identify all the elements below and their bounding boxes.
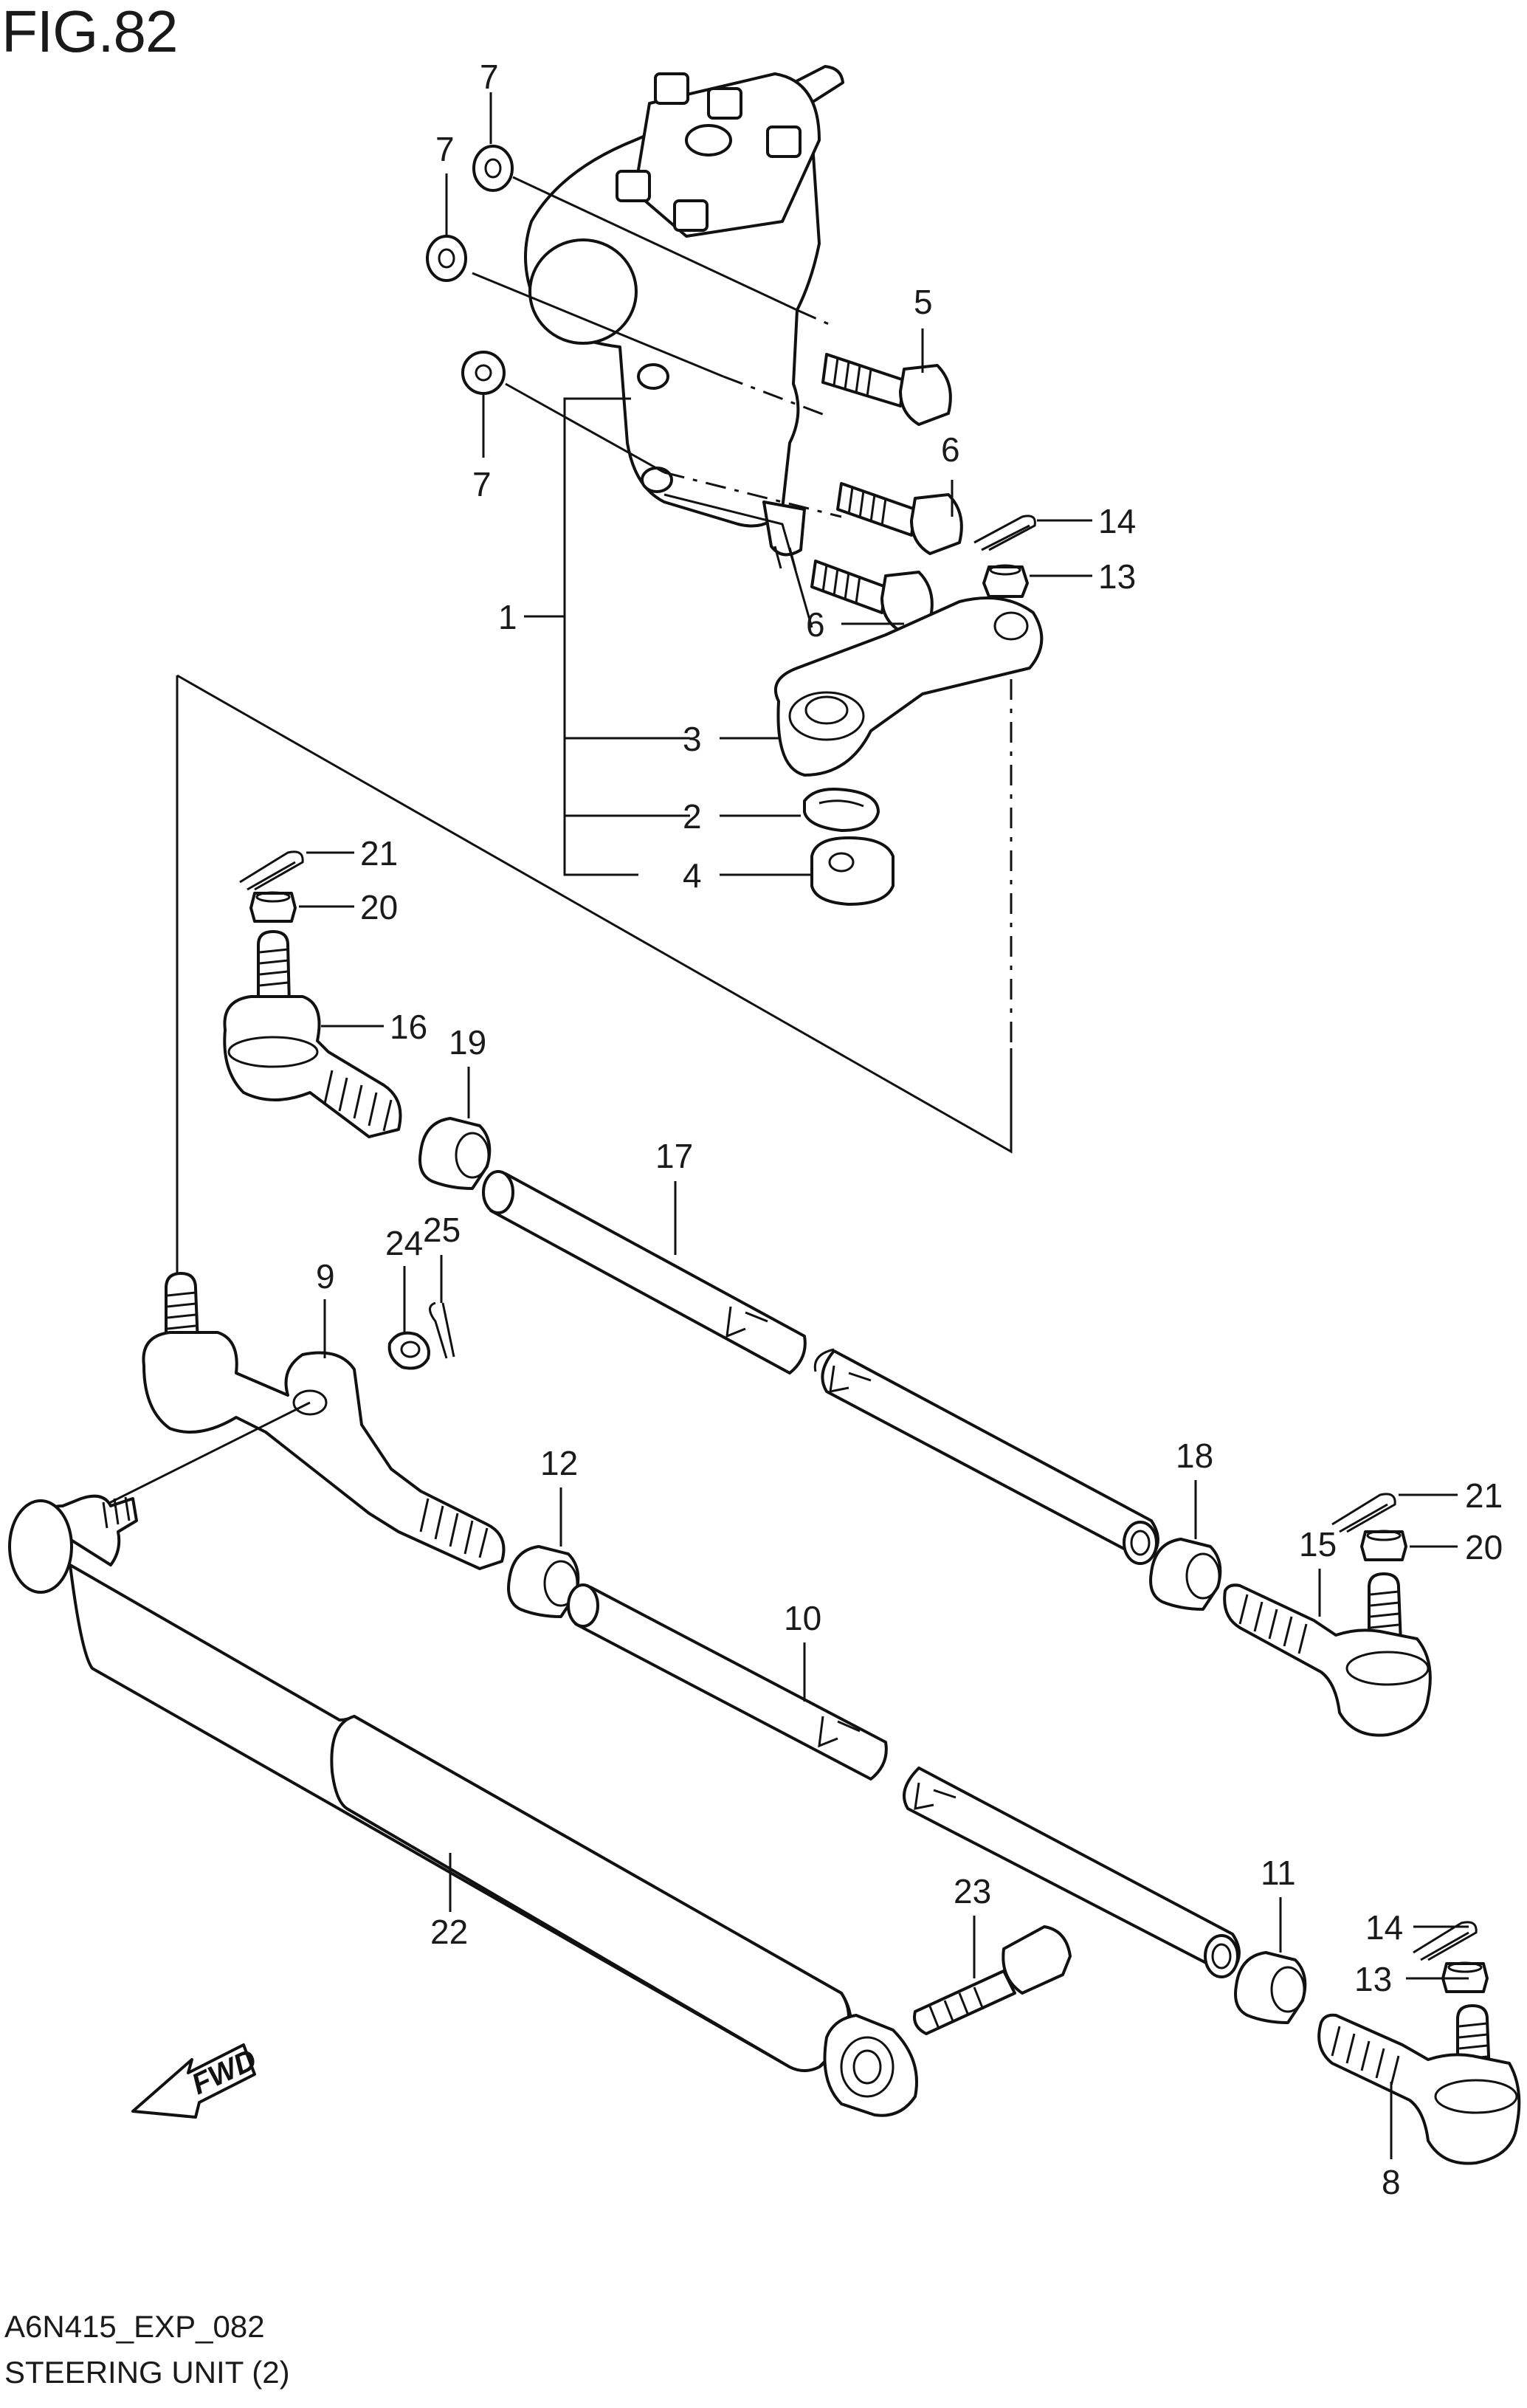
steering-damper-22 xyxy=(8,1494,918,2117)
figure-code: A6N415_EXP_082 xyxy=(4,2309,265,2344)
cotter-pin-21-right xyxy=(1331,1493,1396,1533)
lock-washer-2 xyxy=(803,788,880,832)
nut-24 xyxy=(387,1331,430,1370)
nut-20-left xyxy=(249,891,297,923)
callout-8: 8 xyxy=(1382,2163,1401,2201)
callout-10: 10 xyxy=(784,1599,821,1637)
steering-gear-box xyxy=(524,65,844,571)
bolt-6-upper xyxy=(836,482,963,555)
fwd-label: FWD xyxy=(187,2043,261,2101)
callout-2: 2 xyxy=(683,797,702,836)
callout-14: 14 xyxy=(1365,1908,1403,1947)
callout-17: 17 xyxy=(655,1137,693,1175)
callout-13: 13 xyxy=(1098,557,1136,596)
callout-15: 15 xyxy=(1299,1525,1337,1564)
callout-16: 16 xyxy=(390,1008,427,1046)
callout-20: 20 xyxy=(1465,1528,1503,1566)
callout-7: 7 xyxy=(435,130,455,168)
fwd-direction-arrow: FWD xyxy=(131,2043,261,2119)
tie-rod-tube-17 xyxy=(482,1170,1159,1565)
callout-23: 23 xyxy=(954,1872,991,1910)
tie-rod-tube-10 xyxy=(567,1583,1241,1978)
callout-13: 13 xyxy=(1354,1960,1392,1998)
tie-rod-end-15 xyxy=(1223,1572,1432,1737)
nut-13-top xyxy=(982,564,1029,598)
callout-7: 7 xyxy=(472,465,492,503)
callout-14: 14 xyxy=(1098,502,1136,540)
bolt-5 xyxy=(821,353,952,426)
cotter-pin-14-top xyxy=(973,515,1036,551)
cotter-pin-25 xyxy=(429,1301,455,1359)
callout-leaders xyxy=(299,92,1469,2159)
washer-7-lower xyxy=(461,351,506,395)
callout-9: 9 xyxy=(316,1257,335,1296)
callout-11: 11 xyxy=(1261,1854,1296,1892)
callout-5: 5 xyxy=(914,283,933,321)
callout-6: 6 xyxy=(941,430,960,469)
adjuster-nut-12 xyxy=(507,1545,580,1618)
tie-rod-end-8 xyxy=(1317,2004,1521,2165)
callout-12: 12 xyxy=(540,1444,578,1482)
tie-rod-end-9 xyxy=(142,1272,506,1570)
callout-25: 25 xyxy=(423,1211,461,1249)
callout-18: 18 xyxy=(1176,1437,1213,1475)
callout-24: 24 xyxy=(385,1224,423,1262)
callout-6: 6 xyxy=(806,605,825,644)
callout-21: 21 xyxy=(360,834,398,873)
callout-19: 19 xyxy=(449,1023,486,1062)
callout-21: 21 xyxy=(1465,1476,1503,1515)
callout-numbers: 7 7 7 5 6 6 14 13 1 3 2 4 21 20 16 19 17… xyxy=(316,58,1503,2201)
nut-4 xyxy=(810,836,895,906)
callout-22: 22 xyxy=(430,1913,468,1951)
callout-7: 7 xyxy=(480,58,499,96)
nut-20-right xyxy=(1360,1530,1407,1561)
figure-number: FIG.82 xyxy=(1,0,179,64)
callout-20: 20 xyxy=(360,888,398,926)
bolt-23 xyxy=(913,1925,1072,2035)
cotter-pin-21-left xyxy=(239,850,304,891)
callout-1: 1 xyxy=(498,598,517,636)
callout-3: 3 xyxy=(683,720,702,758)
adjuster-nut-11 xyxy=(1234,1951,1307,2024)
cotter-pin-14-lower xyxy=(1413,1921,1478,1961)
adjuster-nut-19 xyxy=(418,1117,492,1190)
pitman-arm-3 xyxy=(774,596,1044,777)
figure-name: STEERING UNIT (2) xyxy=(4,2355,290,2390)
callout-4: 4 xyxy=(683,856,702,895)
tie-rod-end-16 xyxy=(223,930,402,1138)
washer-7-mid xyxy=(426,235,467,282)
washer-7-top xyxy=(472,145,514,192)
adjuster-nut-18 xyxy=(1149,1538,1222,1611)
